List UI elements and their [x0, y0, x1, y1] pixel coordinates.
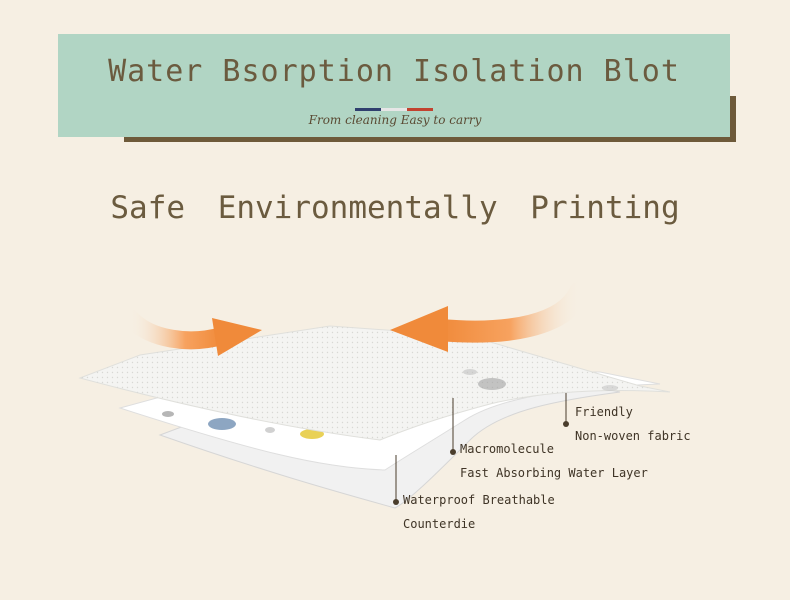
callout-absorbing-line2: Fast Absorbing Water Layer: [460, 466, 648, 480]
banner-divider: [355, 108, 433, 111]
curved-arrow-icon-left: [121, 309, 262, 356]
callout-nonwoven-line1: Friendly: [575, 405, 633, 419]
divider-segment-white: [381, 108, 407, 111]
banner: Water Bsorption Isolation Blot: [58, 34, 730, 137]
divider-segment-red: [407, 108, 433, 111]
callout-counterdie: Waterproof Breathable Counterdie: [403, 488, 555, 536]
callout-nonwoven: Friendly Non-woven fabric: [575, 400, 691, 448]
callout-absorbing: Macromolecule Fast Absorbing Water Layer: [460, 437, 648, 485]
curved-arrow-icon-right: [390, 281, 591, 352]
divider-segment-blue: [355, 108, 381, 111]
callout-nonwoven-line2: Non-woven fabric: [575, 429, 691, 443]
callout-counterdie-line2: Counterdie: [403, 517, 476, 531]
callout-absorbing-line1: Macromolecule: [460, 442, 554, 456]
top-print-pattern: [463, 369, 618, 391]
callout-counterdie-line1: Waterproof Breathable: [403, 493, 555, 507]
headline: Safe Environmentally Printing: [110, 190, 680, 226]
banner-title: Water Bsorption Isolation Blot: [108, 54, 680, 89]
banner-tagline: From cleaning Easy to carry: [308, 113, 482, 127]
